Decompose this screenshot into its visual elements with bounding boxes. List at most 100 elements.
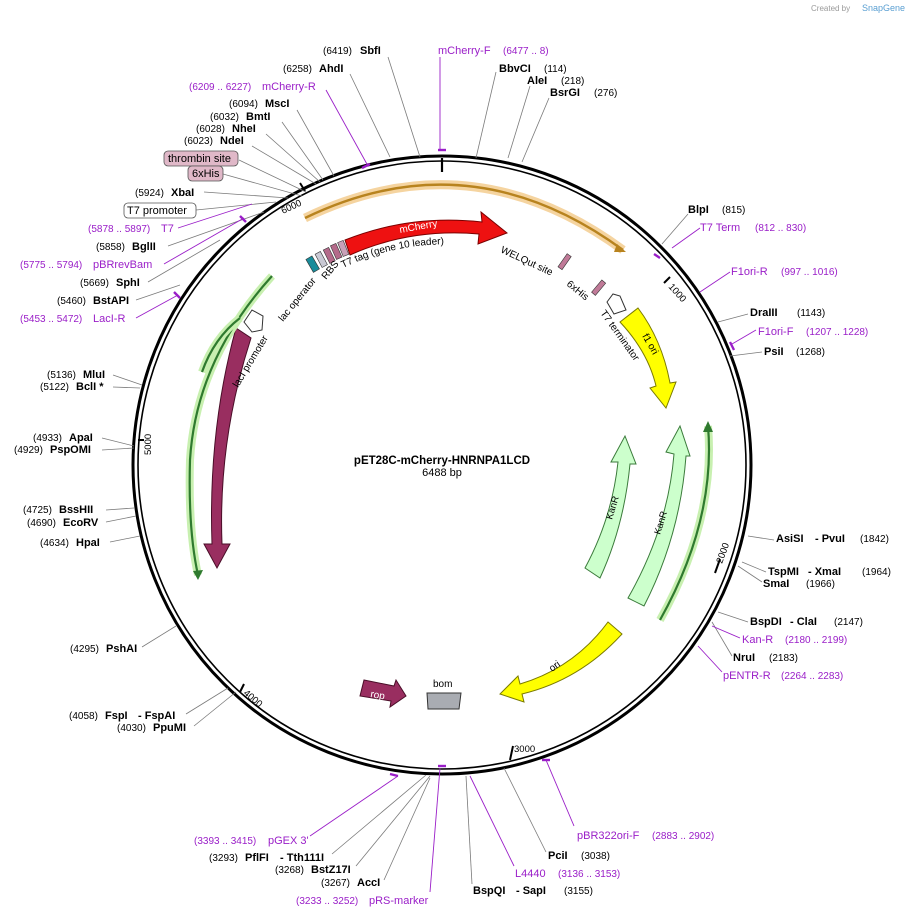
site-name-pflfi: PflFI <box>245 852 269 864</box>
lac-operator-label: lac operator <box>277 275 319 323</box>
leader-bbvci <box>475 71 497 159</box>
primer-mark-f1ori-f <box>728 341 736 351</box>
site-pos-bglii: (5858) <box>96 242 125 253</box>
primer-leader-prs-marker <box>429 767 441 893</box>
primer-range-pentr-r: (2264 .. 2283) <box>781 671 843 682</box>
site-pos-sphi: (5669) <box>80 278 109 289</box>
primer-range-kan-r: (2180 .. 2199) <box>785 635 847 646</box>
leader-fspi <box>185 687 229 715</box>
site-name-tspmi: TspMI <box>768 566 799 578</box>
leader-bspdi <box>717 611 749 623</box>
leader-pspomi <box>101 447 135 451</box>
rop-arrow <box>359 678 407 709</box>
primer-leader-pbrrevbam <box>163 217 245 265</box>
site-pos-xbai: (5924) <box>135 188 164 199</box>
tick-4000-mark <box>239 683 245 693</box>
his-box-label-bg <box>187 165 224 182</box>
primer-name-kan-r: Kan-R <box>742 634 773 646</box>
site-pos-sbfi: (6419) <box>323 46 352 57</box>
leader-bsshii <box>105 507 135 511</box>
site-name-bglii: BglII <box>132 241 156 253</box>
site-name-ppumi: PpuMI <box>153 722 186 734</box>
primer-leader-kan-r <box>711 625 741 639</box>
t7-promoter-box <box>322 246 336 264</box>
leader-hpai <box>109 535 141 543</box>
primer-mark-laci-r <box>173 291 181 299</box>
site-pos-acci: (3267) <box>321 878 350 889</box>
kanr-arrow-inner <box>584 434 637 579</box>
site-name-sbfi: SbfI <box>360 45 381 57</box>
site-pos-ecorv: (4690) <box>27 518 56 529</box>
boxed-labels: thrombin site 6xHis T7 promoter <box>123 150 239 219</box>
primer-mark-mcherry-r <box>361 162 371 170</box>
primer-range-t7: (5878 .. 5897) <box>88 224 150 235</box>
site-pos-bmti: (6032) <box>210 112 239 123</box>
primer-leader-pentr-r <box>697 645 723 673</box>
his-box-label: 6xHis <box>192 168 220 180</box>
leader-ppumi <box>193 691 237 727</box>
site-pos-ppumi: (4030) <box>117 723 146 734</box>
primer-range-laci-r: (5453 .. 5472) <box>20 314 82 325</box>
tick-1000-mark <box>663 276 671 284</box>
primer-name-l4440: L4440 <box>515 868 546 880</box>
site-pos-smai: (1966) <box>806 579 835 590</box>
f1-ori-arrow <box>619 307 677 409</box>
site-name-asisi: AsiSI <box>776 533 804 545</box>
site-pos-bbvci: (114) <box>544 64 567 75</box>
features: mCherry <box>185 180 713 710</box>
site-pos-pshai: (4295) <box>70 644 99 655</box>
site-pos-tspmi: (1964) <box>862 567 891 578</box>
leader-ndei <box>251 145 317 185</box>
tick-4000-label: 4000 <box>241 688 264 710</box>
primer-labels: mCherry-F (6477 .. 8) (6209 .. 6227) mCh… <box>20 45 868 907</box>
site-name2-asisi: - PvuI <box>815 533 845 545</box>
lac-operator-box <box>305 255 320 273</box>
site-pos-bsrgi: (276) <box>594 88 617 99</box>
site-pos-bsshii: (4725) <box>23 505 52 516</box>
site-pos-pflfi: (3293) <box>209 853 238 864</box>
primer-mark-pbrrevbam <box>239 215 247 223</box>
site-pos-bspdi: (2147) <box>834 617 863 628</box>
tick-2000-mark <box>714 558 721 574</box>
site-name-pspomi: PspOMI <box>50 444 91 456</box>
mcherry-orf-arrowhead <box>614 244 626 252</box>
leader-thrombin <box>238 159 307 193</box>
site-name2-fspi: - FspAI <box>138 710 175 722</box>
site-pos-nhei: (6028) <box>196 124 225 135</box>
site-name-fspi: FspI <box>105 710 128 722</box>
laci-promoter-arrow <box>243 309 264 333</box>
leader-bspqi <box>465 775 473 885</box>
credit-prefix: Created by <box>811 4 850 13</box>
primer-name-pentr-r: pENTR-R <box>723 670 771 682</box>
leader-apai <box>101 437 135 447</box>
primer-name-laci-r: LacI-R <box>93 313 125 325</box>
leader-blpi <box>661 213 689 245</box>
site-name-pcii: PciI <box>548 850 568 862</box>
site-name2-tspmi: - XmaI <box>808 566 841 578</box>
t7-promoter-label: T7 promoter <box>127 205 187 217</box>
leader-bmti <box>281 121 324 181</box>
bom-label: bom <box>433 679 452 690</box>
backbone <box>131 154 753 776</box>
site-name-sphi: SphI <box>116 277 140 289</box>
site-pos-bspqi: (3155) <box>564 886 593 897</box>
site-name-msci: MscI <box>265 98 289 110</box>
leader-alei <box>507 85 531 159</box>
site-name-acci: AccI <box>357 877 380 889</box>
primer-leader-t7term <box>671 227 701 249</box>
site-name-bstz17i: BstZ17I <box>311 864 351 876</box>
kanr-arrow-outer <box>627 424 691 607</box>
site-pos-fspi: (4058) <box>69 711 98 722</box>
site-name-bmti: BmtI <box>246 111 270 123</box>
site-name-draiii: DraIII <box>750 307 778 319</box>
primer-mark-t7term <box>653 253 661 259</box>
t7-promoter-label-bg <box>123 202 197 219</box>
primer-mark-pgex <box>389 772 399 778</box>
leader-lines <box>101 56 775 885</box>
site-name-bsrgi: BsrGI <box>550 87 580 99</box>
site-name-alei: AleI <box>527 75 547 87</box>
site-name2-pflfi: - Tth111I <box>280 852 324 864</box>
green-orf-left-arrowhead <box>193 570 203 580</box>
tick-1000-label: 1000 <box>666 282 688 305</box>
